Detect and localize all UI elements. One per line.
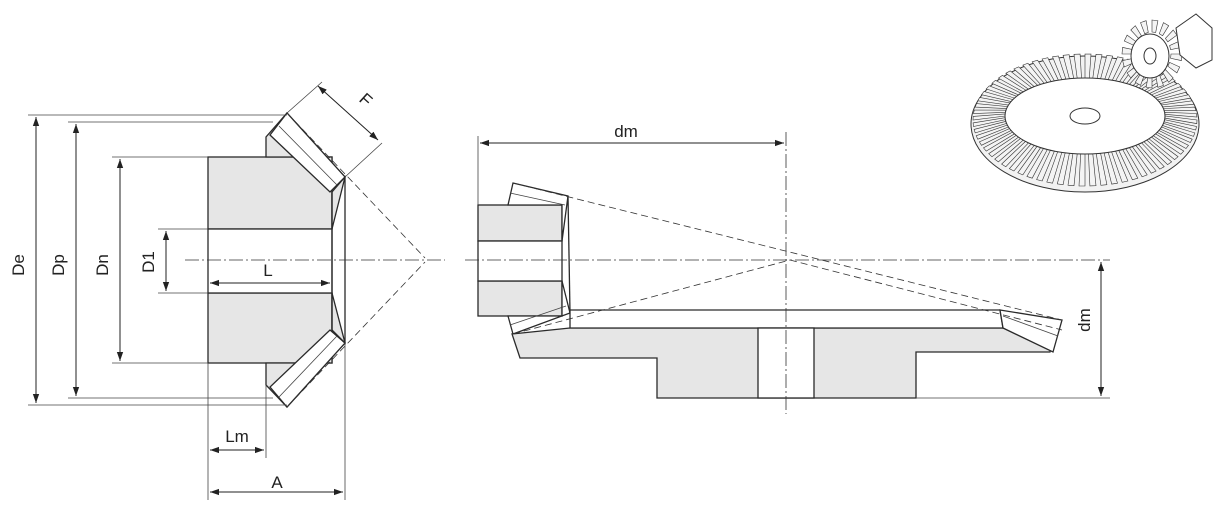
label-lm: Lm xyxy=(225,427,249,446)
pinion-tooth xyxy=(1140,20,1149,35)
label-dm-top: dm xyxy=(614,122,638,141)
ring-gear-tooth-face xyxy=(569,309,1004,329)
pinion-bore xyxy=(477,240,563,282)
pinion-hub-lower xyxy=(477,280,563,317)
label-f: F xyxy=(355,89,375,110)
pinion-tooth xyxy=(1170,53,1183,61)
pinion-tooth-upper xyxy=(507,182,569,242)
label-dm-right: dm xyxy=(1075,308,1094,332)
ring-gear-center-hole xyxy=(1069,107,1101,125)
label-de: De xyxy=(9,254,28,276)
label-a: A xyxy=(271,473,283,492)
pinion-bore-3d xyxy=(1143,47,1157,65)
label-d1: D1 xyxy=(139,251,158,273)
label-l: L xyxy=(263,261,272,280)
bevel-gear-3d-illustration xyxy=(970,13,1213,193)
pinion-hub-upper xyxy=(477,204,563,242)
right-gear-pair-view: dm dm xyxy=(465,122,1110,414)
pinion-3d xyxy=(1121,13,1213,89)
pinion-tooth xyxy=(1158,22,1170,37)
pinion-shaft xyxy=(1175,13,1213,69)
dim-f xyxy=(317,85,379,141)
pinion-tooth xyxy=(1151,19,1159,33)
pinion-tooth xyxy=(1167,62,1181,74)
pinion-tooth xyxy=(1165,29,1178,43)
left-gear-section-view: De Dp Dn D1 L F Lm A xyxy=(9,81,445,500)
label-dp: Dp xyxy=(49,254,68,276)
label-dn: Dn xyxy=(93,254,112,276)
pinion-tooth xyxy=(1130,25,1142,39)
